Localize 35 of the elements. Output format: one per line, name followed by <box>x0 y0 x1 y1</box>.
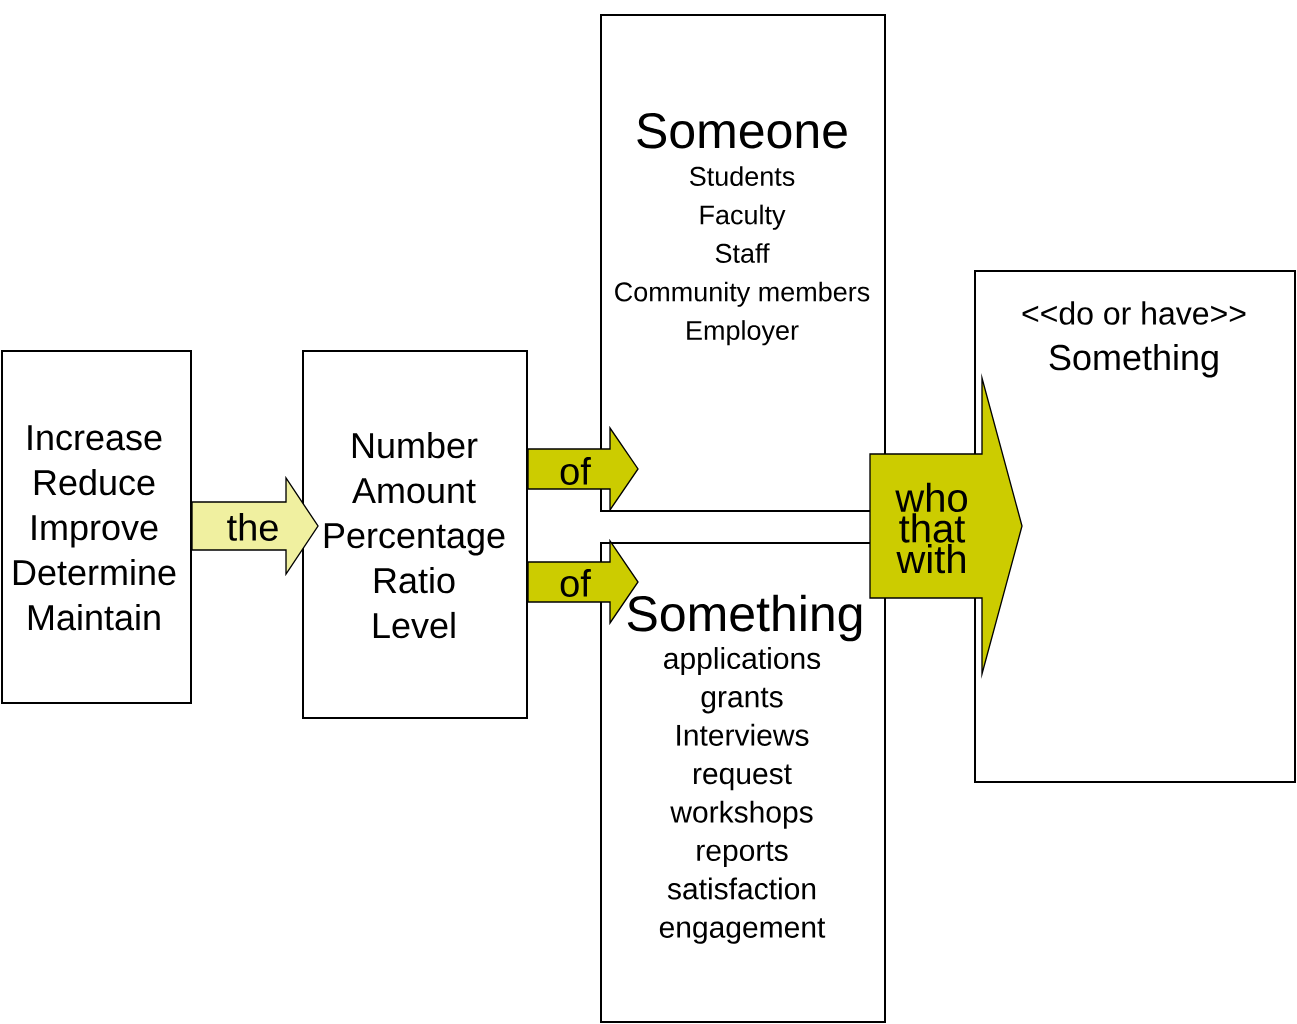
heading-text: Someone <box>637 113 847 149</box>
list-item: Faculty <box>700 204 786 230</box>
list-item: satisfaction <box>667 877 816 900</box>
list-item: Determine <box>13 558 176 586</box>
list-item: Level <box>373 611 455 639</box>
edge-label: of <box>560 569 591 597</box>
list-item: grants <box>701 687 783 714</box>
edge-label: who that with <box>895 482 967 574</box>
list-item: <<do or have>> <box>1022 301 1246 325</box>
list-item: Interviews <box>677 723 809 746</box>
list-item: engagement <box>659 918 826 944</box>
list-item: Increase <box>28 425 162 451</box>
heading-text: Something <box>627 594 862 642</box>
list-item: Students <box>689 166 795 186</box>
list-item: reports <box>697 841 788 868</box>
block-arrow <box>527 538 639 626</box>
list-item: Employer <box>687 320 799 346</box>
list-item: Community members <box>615 281 870 307</box>
edge-label: the <box>227 513 278 541</box>
block-arrow <box>191 475 319 577</box>
list-item: Percentage <box>324 523 505 556</box>
list-item: Ratio <box>374 566 455 594</box>
block-arrow <box>527 425 639 513</box>
list-item: request <box>693 764 792 791</box>
list-item: Something <box>1049 343 1218 378</box>
list-item: Number <box>352 431 478 459</box>
list-item: workshops <box>670 800 813 829</box>
list-item: Amount <box>352 478 476 504</box>
list-item: Improve <box>32 515 158 548</box>
list-item: Reduce <box>34 468 155 496</box>
block-arrow <box>869 373 1023 679</box>
edge-label: of <box>560 457 591 485</box>
list-item: applications <box>664 647 821 676</box>
list-item: Maintain <box>28 603 160 631</box>
list-item: Staff <box>715 243 770 263</box>
